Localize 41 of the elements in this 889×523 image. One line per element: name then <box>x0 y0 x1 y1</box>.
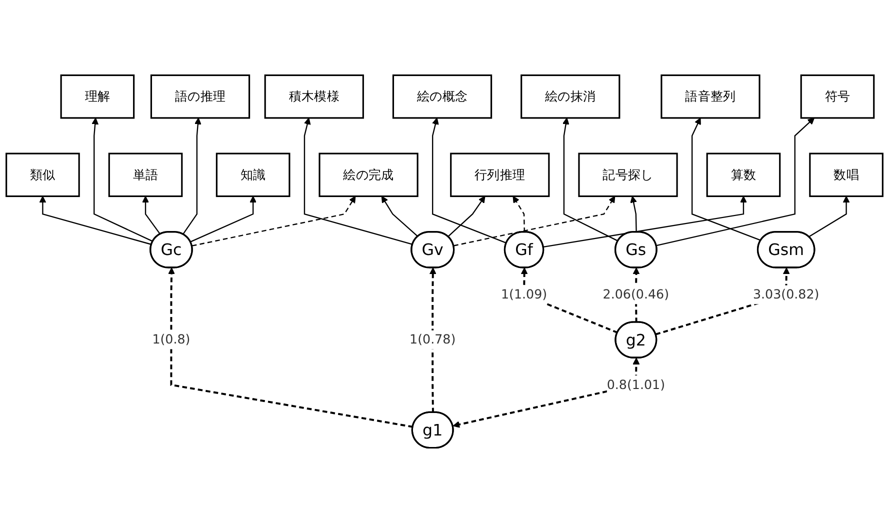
node-box: 絵の完成 <box>318 152 418 198</box>
arrow <box>429 268 436 413</box>
edge-label: 1(1.09) <box>500 286 548 302</box>
node-box: 符号 <box>800 74 875 119</box>
arrow <box>92 118 154 242</box>
arrow <box>691 118 762 241</box>
arrow <box>190 196 257 242</box>
arrow <box>432 118 507 244</box>
edge-label: 2.06(0.46) <box>602 286 670 302</box>
arrow <box>512 196 525 232</box>
edge-label: 1(0.78) <box>410 332 456 347</box>
arrow <box>808 196 850 238</box>
edge-label: 3.03(0.82) <box>752 286 820 302</box>
arrow <box>656 118 815 246</box>
node-box: 知識 <box>216 152 290 198</box>
arrow <box>454 196 616 246</box>
arrow <box>448 196 486 238</box>
edge-label: 1(0.8) <box>152 332 190 347</box>
node-box: 絵の抹消 <box>520 74 620 119</box>
node-box: 単語 <box>108 152 183 198</box>
node-box: 記号探し <box>578 152 678 198</box>
arrow <box>39 196 152 246</box>
node-box: 積木模様 <box>264 74 364 119</box>
arrow <box>142 196 161 235</box>
node-box: 理解 <box>60 74 135 119</box>
node-box: 数唱 <box>809 152 884 198</box>
node-box: 語の推理 <box>150 74 250 119</box>
node-box: 絵の概念 <box>392 74 492 119</box>
edge-label: 0.8(1.01) <box>606 376 666 392</box>
node-box: 行列推理 <box>450 152 550 198</box>
node-box: 算数 <box>706 152 781 198</box>
arrow <box>304 118 413 245</box>
arrow <box>182 118 202 235</box>
arrow <box>630 196 637 232</box>
arrow <box>381 196 418 238</box>
node-box: 語音整列 <box>660 74 760 119</box>
arrow <box>192 196 356 246</box>
arrow <box>543 196 747 248</box>
node-box: 類似 <box>6 152 80 198</box>
arrow <box>562 118 618 242</box>
arrow <box>168 268 414 428</box>
